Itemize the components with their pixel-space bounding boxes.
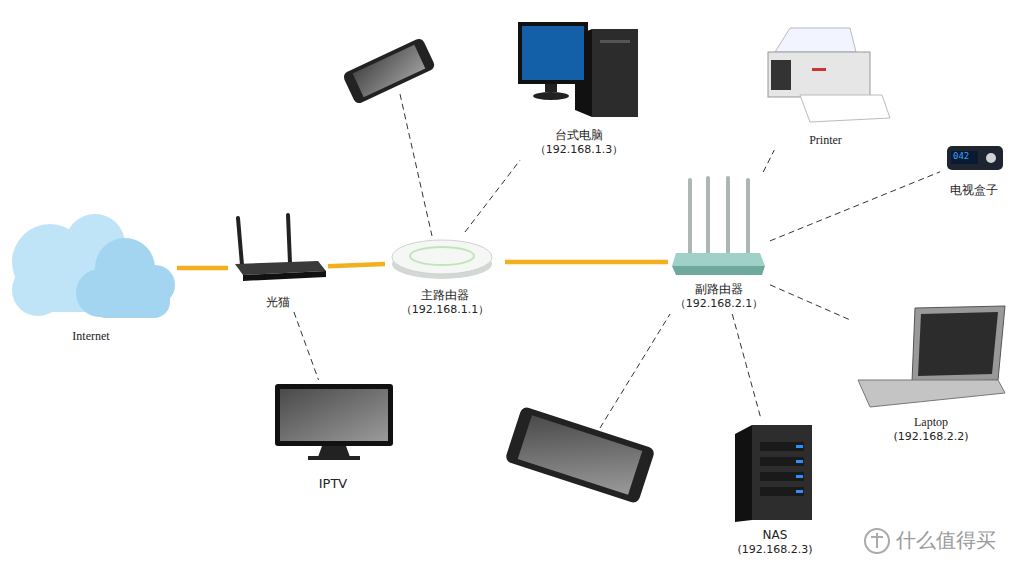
watermark: 什么值得买 — [896, 528, 996, 552]
phone-link — [400, 94, 432, 236]
wireless-link — [770, 172, 940, 241]
device-name: 光猫 — [266, 294, 290, 310]
ip-address: (192.168.2.2) — [893, 430, 968, 445]
device-name: 主路由器 — [421, 287, 469, 303]
modem-node: 光猫 — [228, 212, 328, 312]
device-name: Laptop — [914, 414, 948, 430]
desktop-node: 台式电脑（192.168.1.3） — [515, 18, 643, 160]
tablet-link — [600, 314, 670, 428]
router-node: 主路由器（192.168.1.1） — [385, 232, 505, 320]
tv-box-icon — [947, 146, 1003, 170]
tablet-icon — [504, 406, 655, 504]
laptop-node: Laptop(192.168.2.2) — [852, 302, 1010, 447]
device-name: 副路由器 — [695, 281, 743, 297]
cloud-icon — [12, 214, 175, 318]
device-name: Printer — [809, 132, 842, 148]
device-name: Internet — [72, 328, 109, 344]
nas-node: NAS(192.168.2.3) — [725, 420, 825, 560]
wireless-link — [294, 312, 319, 380]
wired-link — [328, 264, 385, 266]
ip-address: （192.168.1.1） — [401, 303, 489, 318]
ip-address: (192.168.2.3) — [737, 543, 812, 558]
phone-icon — [342, 37, 436, 105]
laptop-icon — [858, 306, 1005, 407]
wired-link — [505, 260, 668, 265]
main-router-icon — [392, 240, 492, 279]
iptv-node: IPTV — [268, 380, 398, 495]
printer-node: Printer — [758, 25, 893, 150]
device-name: 台式电脑 — [555, 127, 603, 143]
wired-link — [177, 266, 228, 271]
desktop-icon — [518, 22, 638, 117]
wireless-link — [732, 314, 761, 420]
device-name: 电视盒子 — [950, 182, 998, 198]
wireless-link — [763, 150, 774, 172]
printer-icon — [768, 28, 890, 122]
ip-address: （192.168.1.3） — [535, 143, 623, 158]
internet-node: Internet — [5, 218, 177, 346]
display-digits: 042 — [953, 151, 969, 162]
router-node: 副路由器（192.168.2.1） — [668, 172, 770, 314]
device-name: IPTV — [319, 475, 348, 493]
modem-icon — [235, 215, 326, 281]
device-name: NAS — [763, 527, 788, 543]
tv-box-node: 电视盒子 — [940, 140, 1008, 200]
wireless-link — [465, 160, 520, 232]
ip-address: （192.168.2.1） — [675, 297, 763, 312]
iptv-icon — [275, 384, 393, 460]
watermark-logo — [865, 529, 889, 553]
nas-icon — [735, 425, 812, 522]
wireless-link — [770, 285, 852, 321]
sub-router-icon — [672, 178, 765, 275]
